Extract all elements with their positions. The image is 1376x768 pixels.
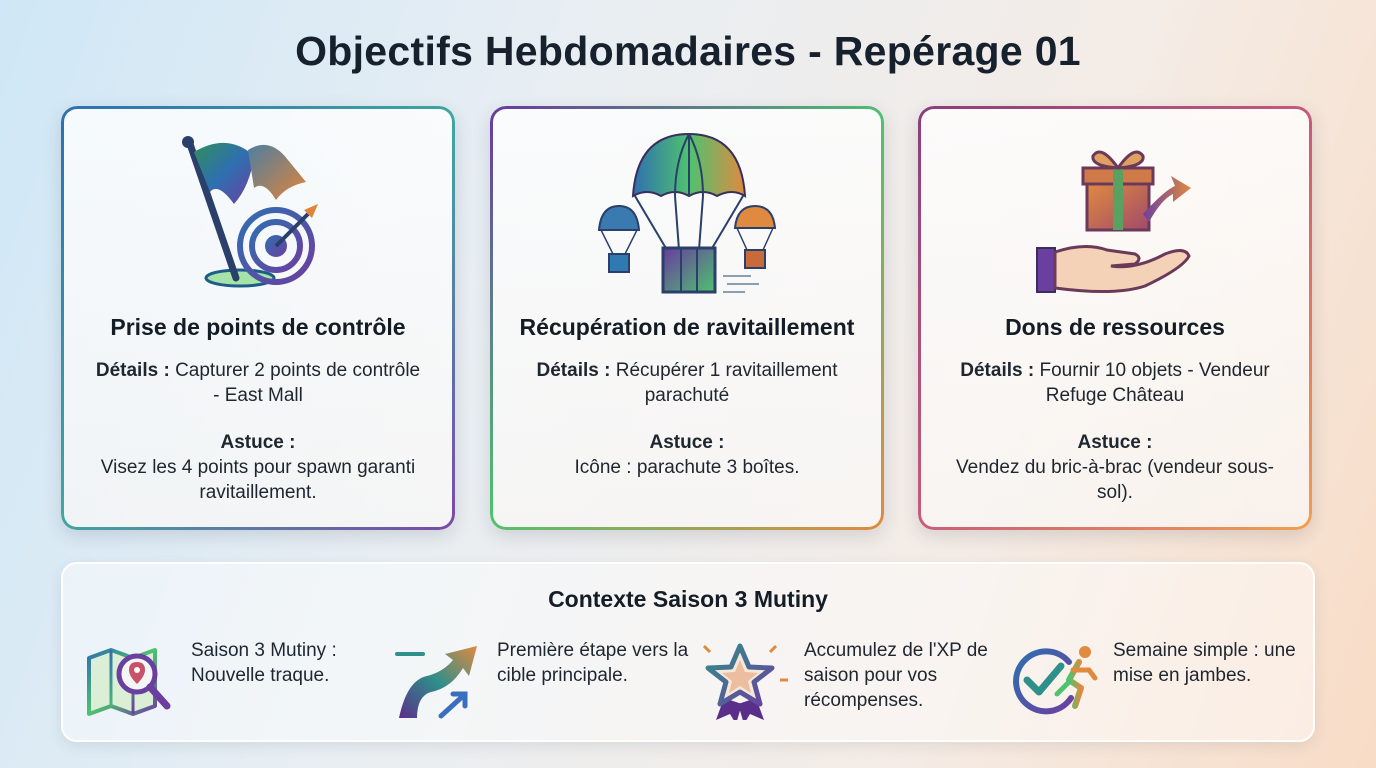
flag-target-icon xyxy=(182,136,318,288)
context-item-text: Première étape vers la cible principale. xyxy=(497,640,689,686)
tip-text: Visez les 4 points pour spawn garanti ra… xyxy=(100,457,416,503)
map-search-icon xyxy=(87,648,171,716)
context-item-season: Saison 3 Mutiny : Nouvelle traque. xyxy=(87,636,377,724)
card-tip: Astuce : Vendez du bric-à-brac (vendeur … xyxy=(948,430,1282,505)
star-badge-icon xyxy=(700,640,788,720)
card-tip: Astuce : Icône : parachute 3 boîtes. xyxy=(520,430,854,480)
tip-text: Icône : parachute 3 boîtes. xyxy=(574,457,800,478)
card-title: Dons de ressources xyxy=(1005,314,1225,340)
context-item-text: Accumulez de l'XP de saison pour vos réc… xyxy=(804,640,988,711)
card-details: Détails : Capturer 2 points de contrôle … xyxy=(91,358,425,408)
details-text: Fournir 10 objets - Vendeur Refuge Châte… xyxy=(1039,360,1270,406)
card-details: Détails : Récupérer 1 ravitaillement par… xyxy=(520,358,854,408)
context-item-xp: Accumulez de l'XP de saison pour vos réc… xyxy=(700,636,1000,724)
context-item-text: Semaine simple : une mise en jambes. xyxy=(1113,640,1296,686)
details-text: Capturer 2 points de contrôle - East Mal… xyxy=(175,360,421,406)
objective-card-checkpoints: Prise de points de contrôle Détails : Ca… xyxy=(61,106,455,530)
objective-card-supply-drop: Récupération de ravitaillement Détails :… xyxy=(490,106,884,530)
details-label: Détails : xyxy=(960,360,1035,381)
card-tip: Astuce : Visez les 4 points pour spawn g… xyxy=(91,430,425,505)
details-text: Récupérer 1 ravitaillement parachuté xyxy=(615,360,838,406)
context-title: Contexte Saison 3 Mutiny xyxy=(548,586,828,612)
context-item-text: Saison 3 Mutiny : Nouvelle traque. xyxy=(191,640,337,686)
page-title: Objectifs Hebdomadaires - Repérage 01 xyxy=(295,28,1081,74)
details-label: Détails : xyxy=(95,360,170,381)
details-label: Détails : xyxy=(536,360,611,381)
tip-label: Astuce : xyxy=(1077,432,1153,453)
tip-label: Astuce : xyxy=(220,432,296,453)
tip-text: Vendez du bric-à-brac (vendeur sous-sol)… xyxy=(956,457,1274,503)
parachute-crates-icon xyxy=(597,132,777,294)
card-details: Détails : Fournir 10 objets - Vendeur Re… xyxy=(948,358,1282,408)
card-title: Prise de points de contrôle xyxy=(110,314,406,340)
context-item-first-step: Première étape vers la cible principale. xyxy=(393,636,688,724)
hand-gift-icon xyxy=(1036,150,1191,294)
tip-label: Astuce : xyxy=(649,432,725,453)
check-runner-icon xyxy=(1013,646,1098,715)
card-title: Récupération de ravitaillement xyxy=(519,314,855,340)
trend-arrow-icon xyxy=(395,646,477,719)
season-context-panel: Contexte Saison 3 Mutiny Saison 3 Mutiny… xyxy=(61,562,1315,742)
context-item-warmup: Semaine simple : une mise en jambes. xyxy=(1009,636,1299,724)
objective-card-donations: Dons de ressources Détails : Fournir 10 … xyxy=(918,106,1312,530)
